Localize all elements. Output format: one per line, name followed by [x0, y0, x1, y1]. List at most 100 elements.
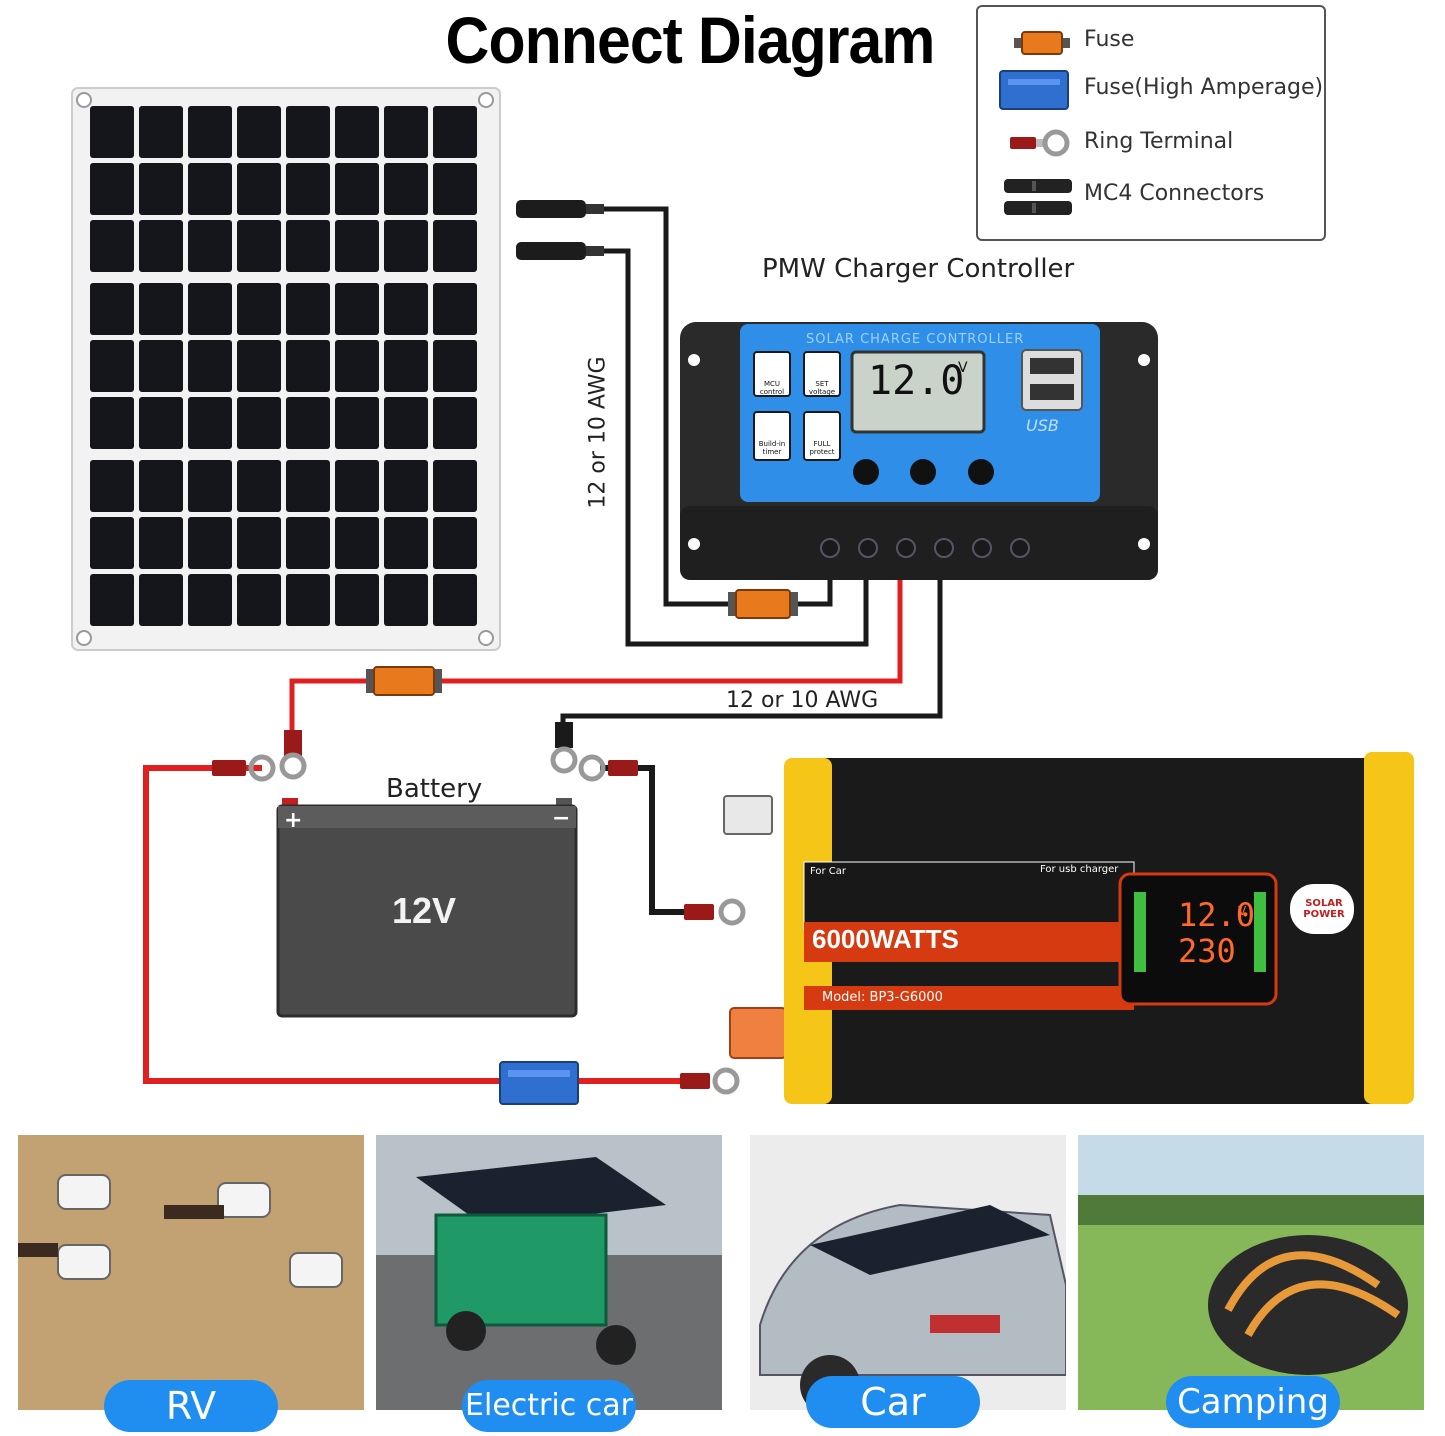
solar-cell [188, 574, 232, 626]
solar-cell [335, 283, 379, 335]
car-scene-icon [750, 1135, 1066, 1410]
solar-cell [335, 574, 379, 626]
solar-cell [139, 517, 183, 569]
electric-car-scene-icon [376, 1135, 722, 1410]
panel-wires [604, 206, 869, 647]
battery-inverter-negative-wire [600, 765, 690, 915]
solar-cell [188, 220, 232, 272]
solar-cell [433, 106, 477, 158]
solar-cell [433, 397, 477, 449]
solar-cell [384, 163, 428, 215]
solar-cell [139, 397, 183, 449]
solar-cell [237, 460, 281, 512]
battery-inverter-positive-wire [143, 765, 500, 1084]
solar-cell [286, 283, 330, 335]
inverter-display-unit: V [1238, 904, 1247, 918]
solar-cell [90, 106, 134, 158]
solar-cell [335, 163, 379, 215]
wire-gauge-label-vertical: 12 or 10 AWG [585, 356, 611, 509]
high-amp-fuse [499, 1061, 579, 1105]
solar-cell [286, 340, 330, 392]
solar-cell [384, 340, 428, 392]
label-camping: Camping [1166, 1376, 1340, 1428]
camping-scene-icon [1078, 1135, 1424, 1410]
controller-display-unit: V [958, 360, 968, 376]
solar-cell [286, 517, 330, 569]
battery [276, 798, 578, 1018]
solar-cell [188, 106, 232, 158]
legend-box: Fuse Fuse(High Amperage) Ring Terminal [976, 5, 1326, 241]
legend-item-mc4: MC4 Connectors [978, 175, 1324, 215]
solar-cell [139, 574, 183, 626]
solar-cell [384, 517, 428, 569]
set-voltage-label: SET voltage [808, 380, 836, 396]
solar-cell [188, 163, 232, 215]
battery-caption: Battery [386, 774, 483, 804]
ring-terminal-icon [1010, 129, 1070, 157]
solar-cell [90, 163, 134, 215]
rv-scene-icon [18, 1135, 364, 1410]
legend-label: Fuse(High Amperage) [1084, 75, 1324, 100]
legend-label: Fuse [1084, 27, 1135, 52]
photo-rv [18, 1135, 364, 1410]
solar-cell [286, 163, 330, 215]
photo-camping [1078, 1135, 1424, 1410]
inverter-watts: 6000WATTS [812, 924, 959, 954]
usb-label: USB [1026, 416, 1059, 435]
solar-cell [433, 283, 477, 335]
ring-terminal [578, 754, 638, 782]
solar-cell [433, 460, 477, 512]
solar-cell [237, 517, 281, 569]
mc4-connector-icon [1004, 179, 1072, 215]
ring-terminal [212, 754, 276, 782]
inverter-brand: SOLAR POWER [1303, 898, 1345, 920]
solar-cell [188, 517, 232, 569]
solar-cell [384, 397, 428, 449]
inverter-display-top: 12.0 [1178, 896, 1256, 934]
solar-cell [286, 106, 330, 158]
solar-cell [237, 283, 281, 335]
label-rv: RV [104, 1380, 278, 1432]
solar-cell [286, 460, 330, 512]
inverter-for-usb: For usb charger [1040, 864, 1119, 875]
solar-cell [237, 397, 281, 449]
solar-cell [188, 283, 232, 335]
solar-panel [71, 87, 501, 651]
wire-gauge-label-horizontal: 12 or 10 AWG [726, 688, 879, 713]
solar-cell [286, 220, 330, 272]
solar-cell [335, 106, 379, 158]
solar-cell [90, 283, 134, 335]
panel-fuse [728, 589, 798, 619]
inverter-display-bottom: 230 [1178, 932, 1236, 970]
solar-cell [433, 340, 477, 392]
legend-item-fuse: Fuse [978, 21, 1324, 61]
solar-cell [433, 163, 477, 215]
solar-cell [139, 163, 183, 215]
solar-cell [237, 340, 281, 392]
solar-cell [433, 517, 477, 569]
solar-cell [90, 460, 134, 512]
solar-cell [384, 220, 428, 272]
solar-cell [237, 220, 281, 272]
solar-cell [237, 574, 281, 626]
solar-cell [335, 460, 379, 512]
photo-electric-car [376, 1135, 722, 1410]
solar-cell [237, 106, 281, 158]
solar-cell [139, 460, 183, 512]
mc4-connector-negative [516, 242, 604, 260]
inverter [723, 752, 1414, 1104]
solar-cell [335, 517, 379, 569]
solar-cell [384, 460, 428, 512]
legend-label: Ring Terminal [1084, 129, 1234, 154]
solar-cell [335, 220, 379, 272]
charge-controller [680, 322, 1158, 580]
solar-cell [286, 574, 330, 626]
mc4-connector-positive [516, 200, 604, 218]
solar-cell [384, 574, 428, 626]
solar-cell [90, 397, 134, 449]
ring-terminal [279, 730, 307, 780]
solar-cell [90, 574, 134, 626]
battery-fuse [366, 666, 442, 696]
solar-cell [90, 220, 134, 272]
